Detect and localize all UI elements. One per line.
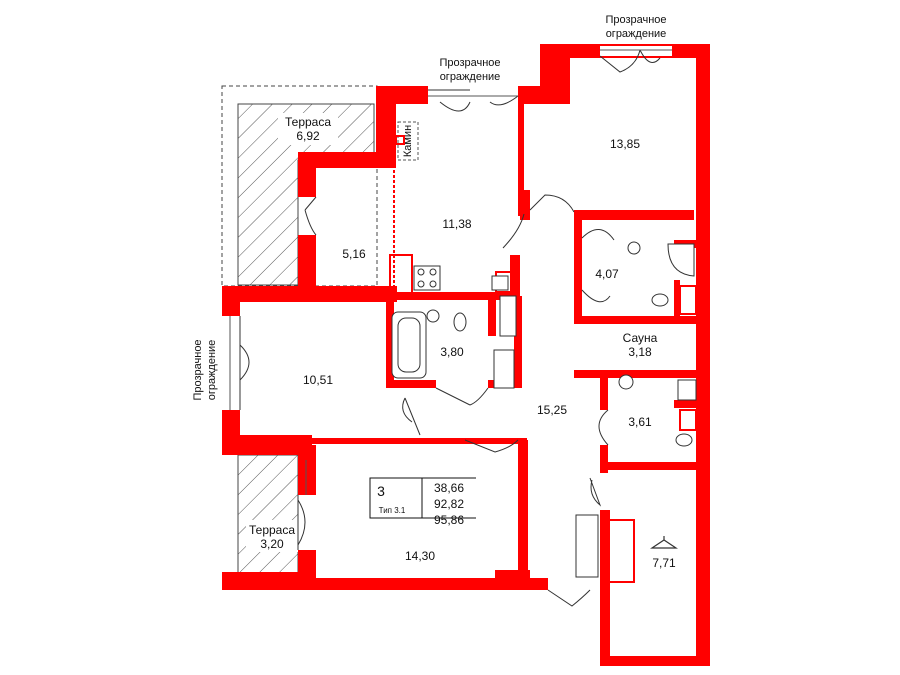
fixtures [391,121,697,578]
shower-icon [667,243,695,277]
dryer-icon [677,379,697,401]
terrace-top [221,85,378,287]
fireplace-label: Камин [402,125,414,157]
railing-label-top-mid-line-2: ограждение [440,71,501,83]
area-total-with-terrace: 95,86 [434,513,464,527]
terrace-bottom [237,454,299,574]
corridor-15-25-area: 15,25 [537,403,567,417]
washer-icon [499,295,517,337]
room-10-51-area: 10,51 [303,373,333,387]
kitchen-sink-icon [491,275,509,291]
partitions [389,160,697,583]
railing-label-left-line-2: ограждение [206,340,218,401]
doors [229,49,672,607]
apartment-info [369,477,476,519]
sink-icon [426,309,440,323]
railing-label-top-mid-line-1: Прозрачное [439,57,500,69]
railing-label-left-line-1: Прозрачное [192,339,204,400]
room-5-16-area: 5,16 [342,247,366,261]
room-14-30-area: 14,30 [405,549,435,563]
terrace-bottom-label: Терраса [249,523,295,537]
stove-icon [413,265,441,291]
room-3-80-area: 3,80 [440,345,464,359]
room-4-07-area: 4,07 [595,267,619,281]
walls [222,44,710,666]
hanger-rack-icon [575,514,599,578]
railing-label-top-right-line-2: ограждение [606,28,667,40]
sauna-area: 3,18 [628,345,652,359]
sauna-label: Сауна [623,331,658,345]
terrace-bottom-area: 3,20 [260,537,284,551]
room-3-61-area: 3,61 [628,415,652,429]
room-13-85-area: 13,85 [610,137,640,151]
area-total: 92,82 [434,497,464,511]
wardrobe-7-71-area: 7,71 [652,556,676,570]
terrace-top-label: Терраса [285,115,331,129]
room-11-38-area: 11,38 [442,217,471,231]
apartment-type: Тип 3.1 [379,506,406,515]
railing-label-top-right-line-1: Прозрачное [605,14,666,26]
toilet-icon [453,312,467,332]
hanger-icon [650,536,678,549]
terrace-top-area: 6,92 [296,129,320,143]
rooms-count: 3 [377,483,385,499]
area-living: 38,66 [434,481,464,495]
